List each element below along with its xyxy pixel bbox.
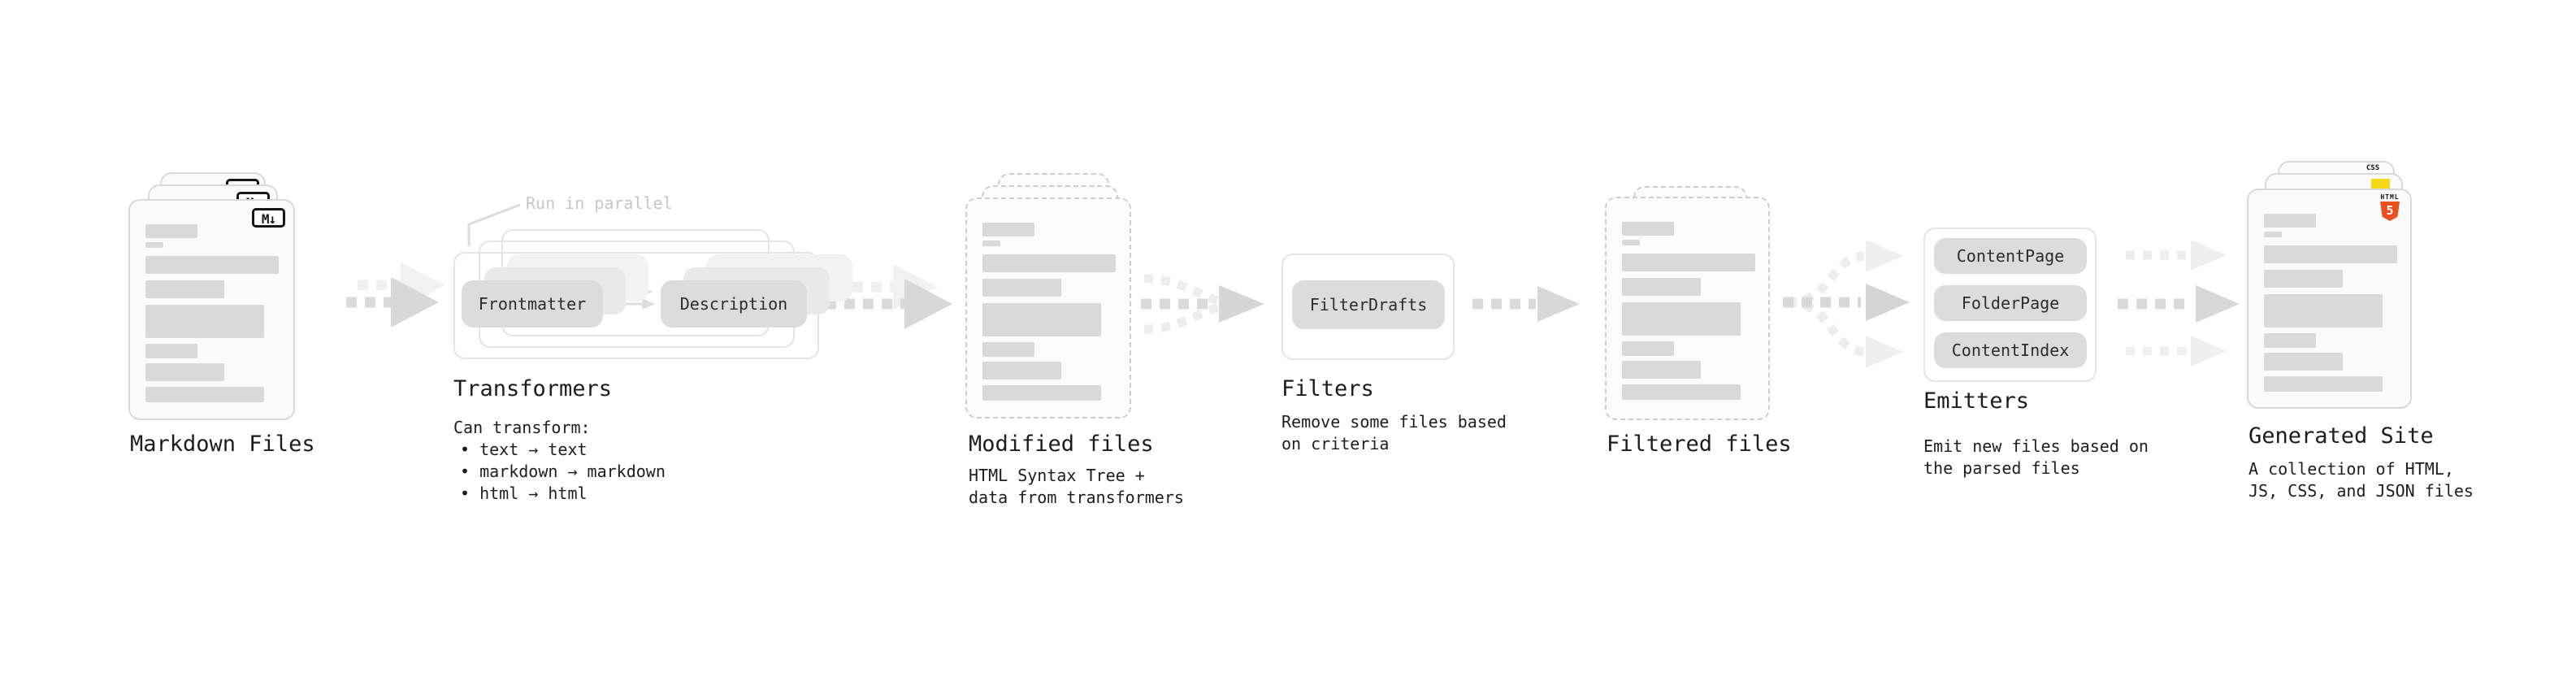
text-line-placeholder: [145, 387, 264, 402]
emitters-caption-line1: Emit new files based on: [1923, 436, 2149, 456]
bullet-item: • text → text: [460, 440, 588, 459]
emitters-label: Emitters: [1923, 388, 2030, 414]
description-pill: Description: [661, 280, 807, 327]
text-line-placeholder: [145, 280, 224, 298]
text-line-placeholder: [145, 344, 197, 358]
arrow-filters-to-filtered-icon: [1472, 286, 1580, 322]
markdown-files-label: Markdown Files: [130, 432, 315, 457]
text-line-placeholder: [2264, 245, 2397, 263]
transformers-caption: Can transform:: [453, 418, 591, 437]
bullet-item: • markdown → markdown: [460, 462, 666, 481]
frontmatter-pill: Frontmatter: [462, 280, 603, 327]
modified-files-label: Modified files: [969, 432, 1154, 457]
transformers-label: Transformers: [453, 376, 613, 401]
modified-file-card: [965, 197, 1131, 419]
text-line-placeholder: [982, 303, 1101, 336]
html5-icon: HTML 5: [2379, 193, 2400, 221]
filters-label: Filters: [1281, 376, 1374, 401]
arrow-emitters-to-generated-icon: [2118, 240, 2240, 367]
bullet-item: • html → html: [460, 484, 588, 503]
text-line-placeholder: [982, 223, 1034, 236]
text-line-placeholder: [982, 254, 1116, 272]
text-line-placeholder: [145, 242, 163, 248]
text-line-placeholder: [1622, 222, 1674, 236]
generated-site-label: Generated Site: [2249, 423, 2434, 449]
arrow-filtered-to-emitters-icon: [1783, 240, 1910, 368]
filtered-file-card: [1605, 197, 1770, 420]
text-line-placeholder: [145, 305, 264, 338]
text-line-placeholder: [145, 224, 197, 238]
filters-caption-line2: on criteria: [1281, 434, 1390, 453]
filters-container: [1281, 254, 1455, 360]
text-line-placeholder: [982, 241, 1000, 246]
generated-site-caption-line1: A collection of HTML,: [2249, 459, 2454, 479]
text-line-placeholder: [2264, 232, 2282, 237]
text-line-placeholder: [1622, 384, 1741, 400]
text-line-placeholder: [982, 362, 1061, 380]
text-line-placeholder: [982, 342, 1034, 357]
contentpage-pill: ContentPage: [1934, 238, 2087, 274]
text-line-placeholder: [1622, 341, 1674, 356]
markdown-file-card: M↓: [128, 199, 295, 420]
modified-files-caption-line2: data from transformers: [969, 488, 1184, 507]
arrow-markdown-to-transformers-icon: [346, 262, 445, 327]
folderpage-pill: FolderPage: [1934, 285, 2087, 321]
text-line-placeholder: [2264, 214, 2316, 228]
run-in-parallel-note: Run in parallel: [526, 193, 673, 213]
text-line-placeholder: [145, 256, 279, 274]
text-line-placeholder: [982, 279, 1061, 297]
emitters-container: [1923, 228, 2097, 382]
site-file-card-html: HTML 5: [2247, 189, 2412, 409]
arrow-modified-to-filters-icon: [1141, 274, 1264, 334]
filterdrafts-pill: FilterDrafts: [1292, 280, 1445, 329]
text-line-placeholder: [1622, 240, 1640, 245]
text-line-placeholder: [982, 385, 1101, 401]
text-line-placeholder: [2264, 353, 2343, 371]
filtered-files-label: Filtered files: [1607, 432, 1792, 457]
generated-site-caption-line2: JS, CSS, and JSON files: [2249, 481, 2474, 501]
note-connector-line: [467, 203, 521, 246]
text-line-placeholder: [2264, 270, 2343, 288]
text-line-placeholder: [2264, 333, 2316, 348]
markdown-icon: M↓: [252, 208, 285, 228]
text-line-placeholder: [1622, 361, 1701, 379]
text-line-placeholder: [1622, 302, 1741, 336]
emitters-caption-line2: the parsed files: [1923, 458, 2080, 478]
js-icon: [2371, 179, 2390, 189]
filters-caption-line1: Remove some files based: [1281, 412, 1507, 432]
text-line-placeholder: [1622, 254, 1755, 271]
text-line-placeholder: [2264, 294, 2383, 327]
modified-files-caption-line1: HTML Syntax Tree +: [969, 466, 1145, 485]
text-line-placeholder: [2264, 376, 2383, 392]
text-line-placeholder: [1622, 278, 1701, 296]
text-line-placeholder: [145, 363, 224, 381]
contentindex-pill: ContentIndex: [1934, 332, 2087, 368]
